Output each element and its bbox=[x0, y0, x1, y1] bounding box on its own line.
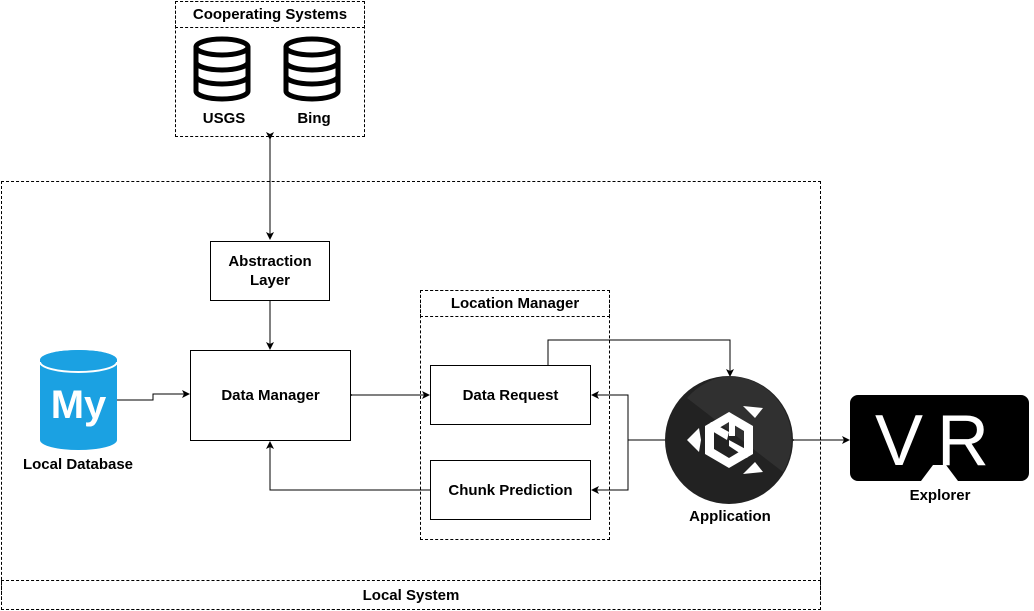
chunk-prediction-label: Chunk Prediction bbox=[448, 481, 573, 499]
mysql-icon-text: My bbox=[51, 383, 107, 427]
application-label: Application bbox=[689, 508, 771, 525]
usgs-label: USGS bbox=[202, 110, 246, 127]
arrow-application-chunk bbox=[591, 440, 629, 494]
data-request-box: Data Request bbox=[430, 365, 591, 425]
database-icon bbox=[193, 36, 251, 102]
cooperating-systems-title: Cooperating Systems bbox=[192, 6, 348, 23]
location-manager-header bbox=[420, 290, 610, 317]
arrow-application-datarequest bbox=[591, 391, 629, 440]
abstraction-layer-box: Abstraction Layer bbox=[210, 241, 330, 301]
mysql-database-icon: My bbox=[40, 350, 117, 450]
local-system-title: Local System bbox=[362, 586, 460, 604]
bing-label: Bing bbox=[297, 110, 331, 127]
chunk-prediction-box: Chunk Prediction bbox=[430, 460, 591, 520]
location-manager-title: Location Manager bbox=[450, 295, 580, 312]
data-manager-box: Data Manager bbox=[190, 350, 351, 441]
local-system-footer bbox=[1, 580, 821, 610]
arrow-chunk-datamanager bbox=[266, 441, 430, 491]
local-database-label: Local Database bbox=[22, 456, 134, 473]
database-icon bbox=[283, 36, 341, 102]
data-manager-label: Data Manager bbox=[221, 387, 320, 404]
abstraction-layer-label: Abstraction Layer bbox=[228, 253, 312, 289]
vr-icon-text: VR bbox=[875, 401, 1003, 481]
explorer-label: Explorer bbox=[909, 487, 971, 504]
unity-logo-icon bbox=[665, 376, 793, 504]
arrow-datarequest-application bbox=[547, 339, 734, 377]
data-request-label: Data Request bbox=[462, 386, 559, 404]
cooperating-systems-header bbox=[175, 1, 365, 28]
arrow-db-datamanager bbox=[110, 390, 190, 404]
vr-headset-icon: VR bbox=[850, 395, 1029, 481]
